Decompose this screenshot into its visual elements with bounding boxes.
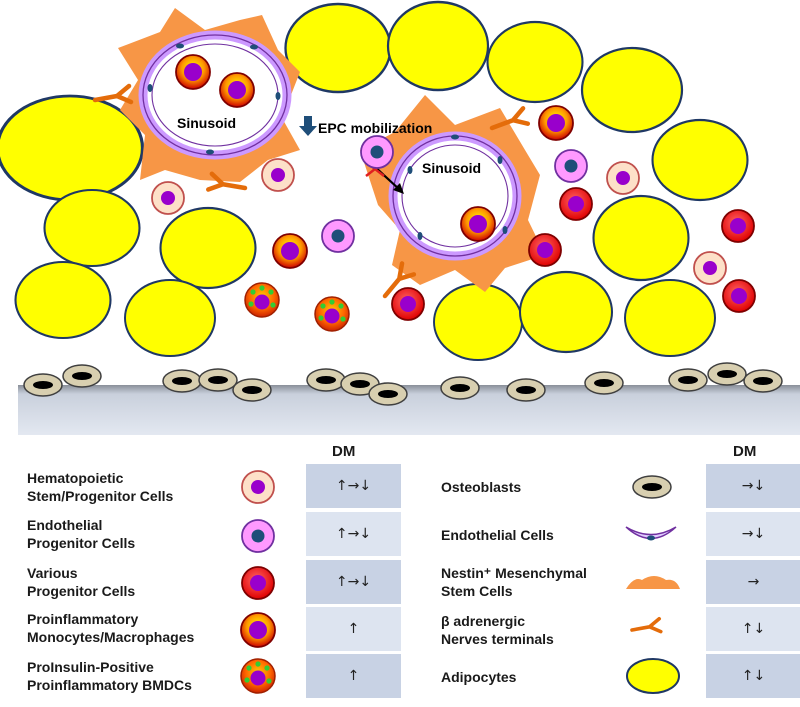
hsc-cell — [606, 161, 640, 195]
osteoblast — [232, 378, 272, 402]
legend-icons-left — [240, 470, 276, 694]
epc-mobilization-label: EPC mobilization — [318, 120, 432, 136]
dm-change-bmdc: ↑ — [306, 654, 401, 698]
adipocyte — [43, 188, 141, 268]
hsc-cell — [693, 251, 727, 285]
adipocyte — [518, 270, 614, 354]
bmdc-cell — [244, 282, 280, 318]
sinusoid-left-label: Sinusoid — [177, 115, 236, 131]
msc-cell-icon — [626, 576, 680, 589]
adipocyte — [486, 20, 584, 104]
progenitor-cell — [391, 287, 425, 321]
monocyte-cell — [219, 72, 255, 108]
sinusoid-right: Sinusoid — [360, 95, 545, 292]
hsc-cell — [261, 158, 295, 192]
hsc-cell-icon — [241, 470, 275, 504]
sinusoid-left: Sinusoid — [118, 8, 300, 182]
adipocyte — [123, 278, 217, 358]
osteoblast — [743, 369, 783, 393]
adipocyte — [284, 2, 392, 94]
epc-mobilization: EPC mobilization — [299, 116, 432, 194]
dm-header-left: DM — [332, 443, 356, 460]
endothelial-cell-icon — [625, 526, 677, 541]
osteoblast — [306, 368, 346, 392]
osteoblast — [62, 364, 102, 388]
progenitor-cell — [722, 279, 756, 313]
dm-change-endothelial: →↓ — [706, 512, 800, 556]
monocyte-cell — [175, 54, 211, 90]
progenitor-cell — [559, 187, 593, 221]
dm-change-msc: → — [706, 560, 800, 604]
adipocyte — [0, 94, 145, 202]
dm-change-progenitor: ↑→↓ — [306, 560, 401, 604]
dm-change-nerve: ↑↓ — [706, 607, 800, 651]
migration-arrow — [373, 165, 401, 191]
dm-change-adipocyte: ↑↓ — [706, 654, 800, 698]
epc-cell — [321, 219, 355, 253]
adipocyte — [592, 194, 690, 282]
adipocyte — [432, 282, 524, 362]
epc-cell-icon — [241, 519, 275, 553]
osteoblast — [198, 368, 238, 392]
monocyte-cell-icon — [240, 612, 276, 648]
dm-change-monocyte: ↑ — [306, 607, 401, 651]
osteoblast — [584, 371, 624, 395]
nerve-terminal — [95, 86, 131, 102]
monocyte-cell — [538, 105, 574, 141]
dm-change-osteoblast: →↓ — [706, 464, 800, 508]
legend-icons-right — [625, 475, 680, 694]
bmdc-cell — [314, 296, 350, 332]
adipocyte — [580, 46, 684, 134]
sinusoid-right-label: Sinusoid — [422, 160, 481, 176]
down-arrow-icon — [299, 116, 317, 136]
dm-change-epc: ↑→↓ — [306, 512, 401, 556]
osteoblast — [506, 378, 546, 402]
monocyte-cell — [460, 206, 496, 242]
osteoblast — [440, 376, 480, 400]
dm-header-right: DM — [733, 443, 757, 460]
progenitor-cell-icon — [241, 566, 275, 600]
osteoblast — [23, 373, 63, 397]
adipocyte — [651, 118, 749, 202]
legend-label-osteoblast: Osteoblasts — [441, 479, 522, 495]
dm-change-hsc: ↑→↓ — [306, 464, 401, 508]
osteoblast-icon — [632, 475, 672, 499]
adipocyte — [386, 0, 490, 92]
osteoblast — [668, 368, 708, 392]
adipocyte-icon — [626, 658, 680, 694]
progenitor-cell — [528, 233, 562, 267]
epc-cell — [554, 149, 588, 183]
adipocyte — [623, 278, 717, 358]
legend-label-endothelial: Endothelial Cells — [441, 527, 554, 543]
adipocyte — [14, 260, 112, 340]
progenitor-cell — [721, 209, 755, 243]
legend-label-adipocyte: Adipocytes — [441, 669, 517, 685]
osteoblast — [707, 362, 747, 386]
epc-cell — [360, 135, 394, 169]
monocyte-cell — [272, 233, 308, 269]
osteoblast — [368, 382, 408, 406]
hsc-cell — [151, 181, 185, 215]
nerve-terminal-icon — [630, 616, 663, 634]
adipocyte — [159, 206, 257, 290]
bone-surface — [18, 362, 800, 435]
osteoblast — [162, 369, 202, 393]
bmdc-cell-icon — [240, 658, 276, 694]
